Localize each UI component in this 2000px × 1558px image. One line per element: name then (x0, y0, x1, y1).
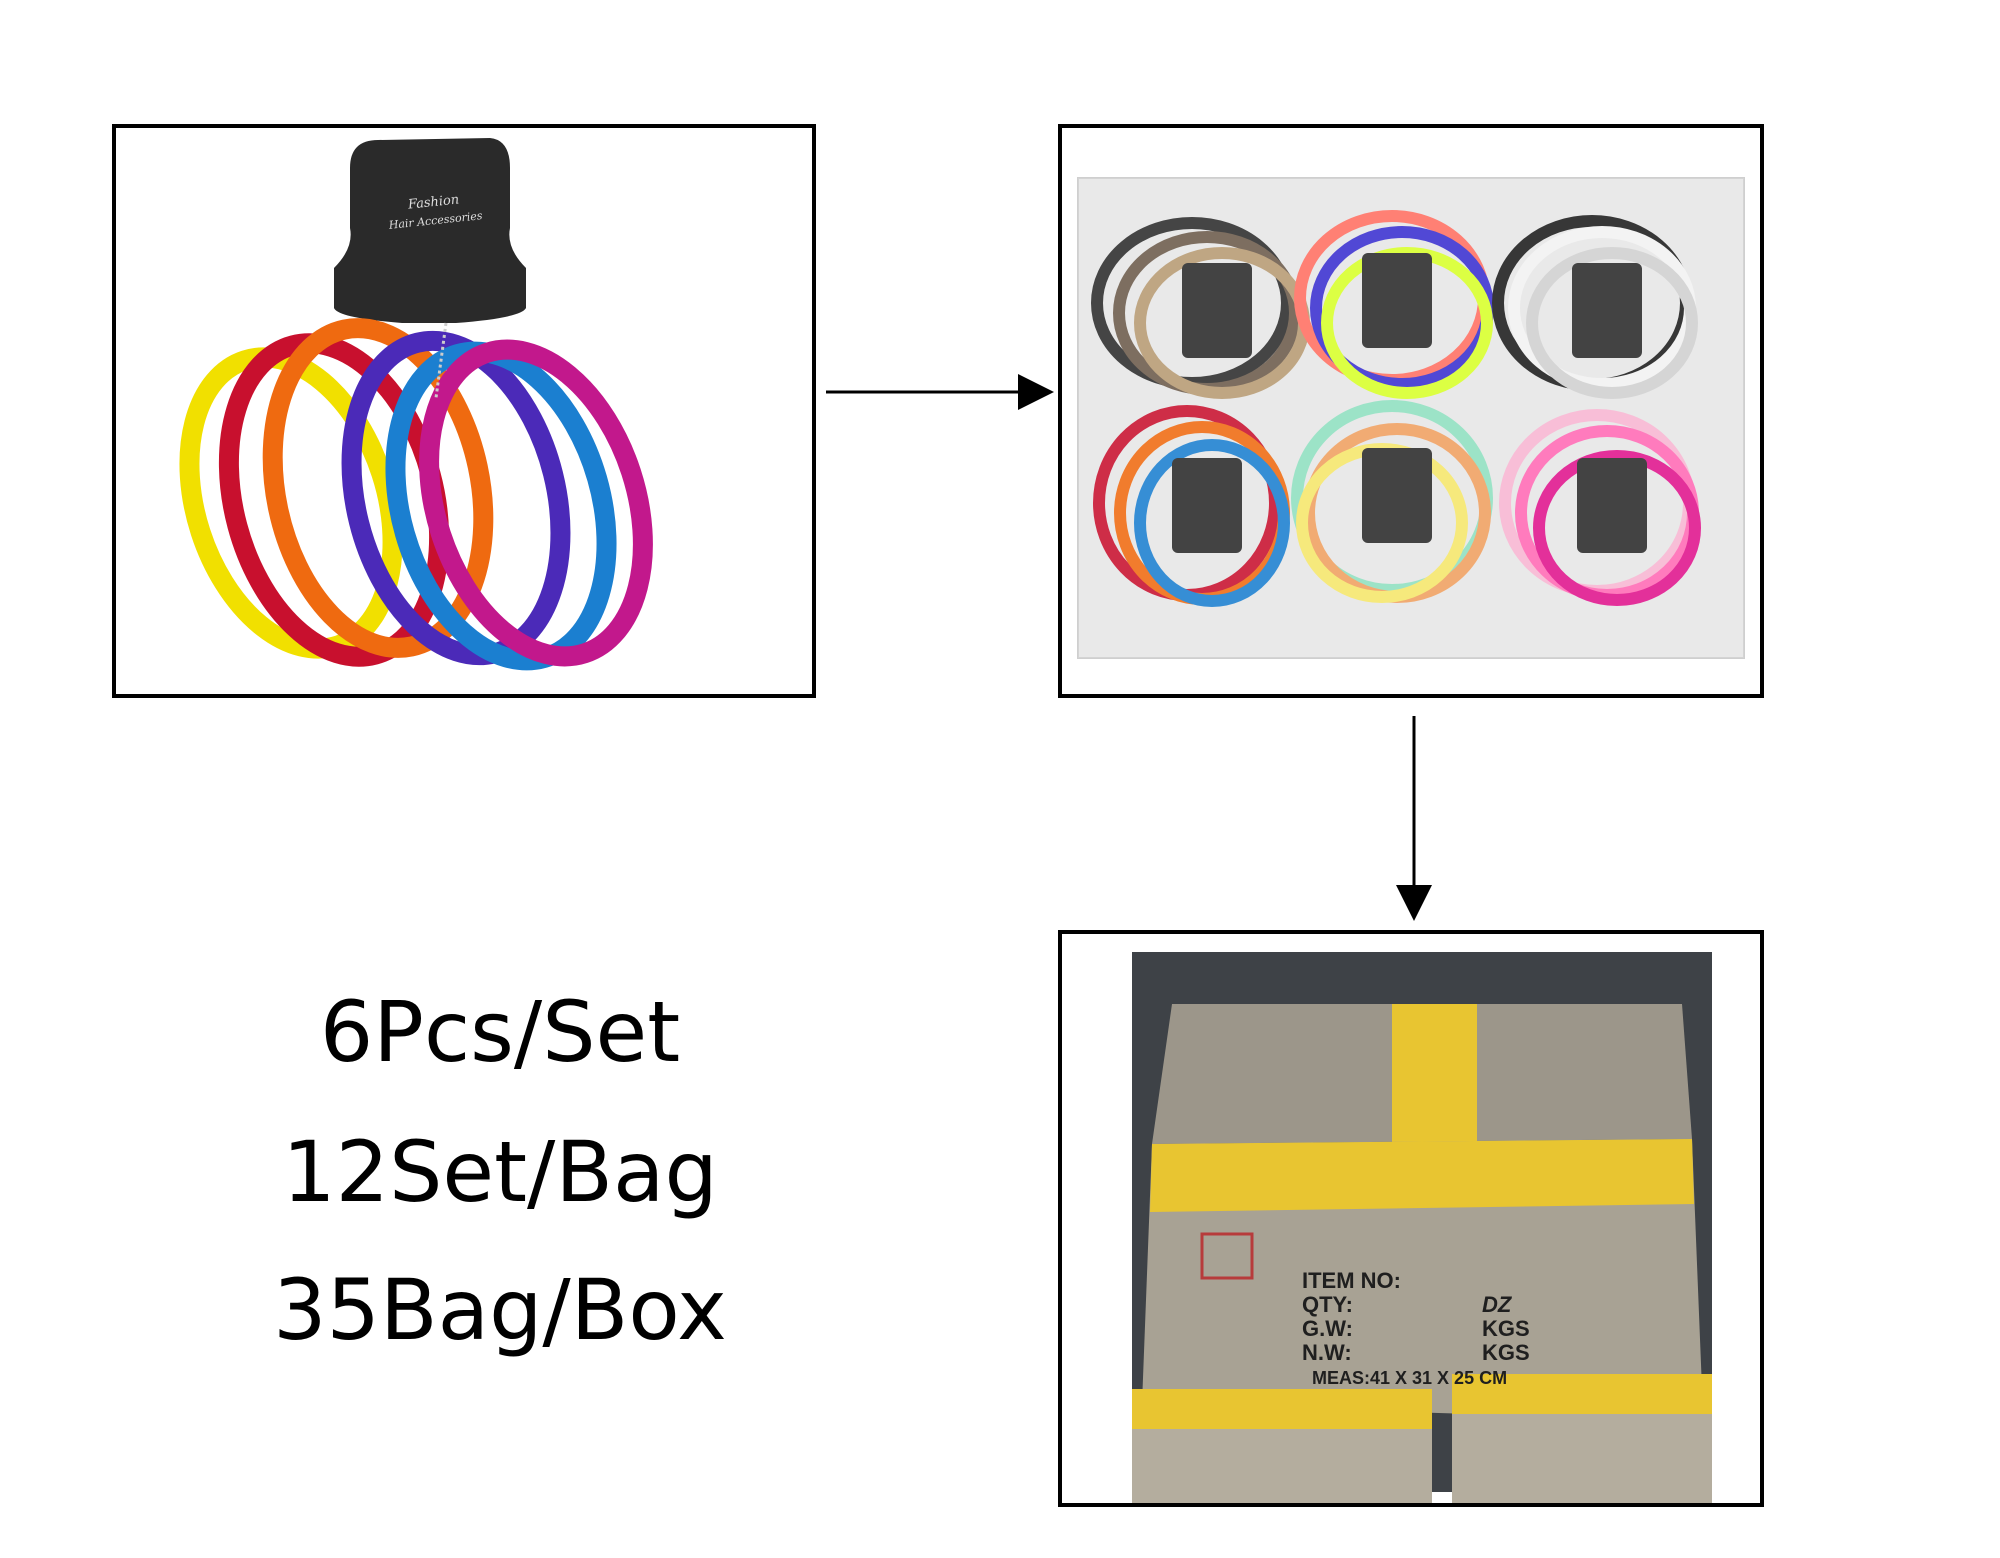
svg-text:KGS: KGS (1482, 1316, 1530, 1341)
hair-ties-on-card-image: Fashion Hair Accessories (179, 138, 653, 671)
svg-text:MEAS:41 X 31 X 25 CM: MEAS:41 X 31 X 25 CM (1312, 1368, 1507, 1388)
bag-panel (1058, 124, 1764, 698)
bagged-sets (1091, 210, 1701, 607)
svg-text:QTY:: QTY: (1302, 1292, 1353, 1317)
single-set-panel: Fashion Hair Accessories (112, 124, 816, 698)
svg-text:DZ: DZ (1482, 1292, 1513, 1317)
carton-label: ITEM NO: QTY: G.W: N.W: MEAS:41 X 31 X 2… (1302, 1268, 1530, 1388)
hair-ties (179, 318, 653, 671)
card-brand-line1: Fashion (406, 192, 460, 212)
tape-band (1150, 1139, 1694, 1212)
bag-of-sets-image (1077, 177, 1745, 659)
svg-text:ITEM NO:: ITEM NO: (1302, 1268, 1401, 1293)
display-card (334, 138, 526, 323)
svg-text:KGS: KGS (1482, 1340, 1530, 1365)
carton-panel: ITEM NO: QTY: G.W: N.W: MEAS:41 X 31 X 2… (1058, 930, 1764, 1507)
carton-image: ITEM NO: QTY: G.W: N.W: MEAS:41 X 31 X 2… (1132, 952, 1712, 1503)
svg-text:N.W:: N.W: (1302, 1340, 1352, 1365)
packing-pcs-per-set: 6Pcs/Set (319, 983, 681, 1081)
packing-sets-per-bag: 12Set/Bag (282, 1123, 718, 1221)
svg-text:G.W:: G.W: (1302, 1316, 1353, 1341)
packing-bags-per-box: 35Bag/Box (273, 1261, 727, 1359)
bagged-cards (1172, 253, 1647, 553)
